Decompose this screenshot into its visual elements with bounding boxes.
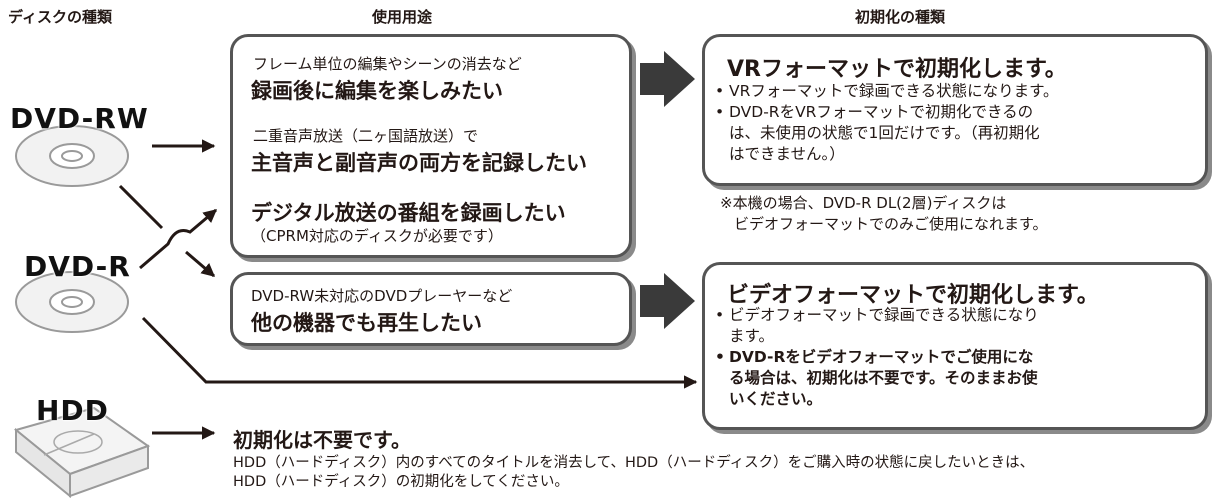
block-arrow-vr <box>640 51 695 107</box>
hdd-drive-icon <box>13 406 151 499</box>
hdd-result-body: HDD（ハードディスク）内のすべてのタイトルを消去して、HDD（ハードディスク）… <box>233 454 1034 492</box>
video-result-title: ビデオフォーマットで初期化します。 <box>727 283 1099 308</box>
vr-bullet-1: VRフォーマットで録画できる状態になります。 <box>715 81 1205 102</box>
usage-bilingual-title: 主音声と副音声の両方を記録したい <box>251 151 587 175</box>
arrow-dvdr-to-video-result <box>141 316 698 389</box>
usage-edit-title: 録画後に編集を楽しみたい <box>251 79 503 103</box>
usage-box-edit: フレーム単位の編集やシーンの消去など 録画後に編集を楽しみたい 二重音声放送（二… <box>230 34 632 258</box>
hdd-result-line-1: HDD（ハードディスク）内のすべてのタイトルを消去して、HDD（ハードディスク）… <box>233 455 1035 471</box>
result-box-video: ビデオフォーマットで初期化します。 ビデオフォーマットで録画できる状態になります… <box>702 262 1208 430</box>
usage-bilingual-desc: 二重音声放送（二ヶ国語放送）で <box>253 127 479 145</box>
hdd-label: HDD <box>36 394 109 427</box>
dvd-r-label: DVD-R <box>24 250 131 283</box>
dvd-rw-label: DVD-RW <box>10 102 149 135</box>
hdd-result-line-2: HDD（ハードディスク）の初期化をしてください。 <box>233 474 569 490</box>
block-arrow-video <box>640 273 695 329</box>
note-line-1: ※本機の場合、DVD-R DL(2層)ディスクは <box>720 194 1007 212</box>
vr-result-title: VRフォーマットで初期化します。 <box>727 57 1067 82</box>
arrow-dvdrw-to-usage2 <box>118 184 214 276</box>
header-init-type: 初期化の種類 <box>855 8 946 26</box>
usage-playback-desc: DVD-RW未対応のDVDプレーヤーなど <box>251 287 513 305</box>
header-usage: 使用用途 <box>372 8 433 26</box>
dvd-r-disc-icon <box>15 271 129 333</box>
usage-playback-title: 他の機器でも再生したい <box>251 311 482 335</box>
usage-digital-note: （CPRM対応のディスクが必要です） <box>251 227 503 245</box>
usage-box-playback: DVD-RW未対応のDVDプレーヤーなど 他の機器でも再生したい <box>230 272 632 346</box>
vr-bullet-2: DVD-RをVRフォーマットで初期化できるのは、未使用の状態で1回だけです。（再… <box>715 102 1205 165</box>
vr-result-bullets: VRフォーマットで録画できる状態になります。 DVD-RをVRフォーマットで初期… <box>715 81 1205 165</box>
dvd-rw-disc-icon <box>15 125 129 187</box>
header-disc-type: ディスクの種類 <box>8 8 112 26</box>
result-box-vr: VRフォーマットで初期化します。 VRフォーマットで録画できる状態になります。 … <box>702 34 1208 186</box>
arrow-dvdr-to-usage1 <box>139 208 218 270</box>
note-line-2: ビデオフォーマットでのみご使用になれます。 <box>734 215 1048 233</box>
usage-digital-title: デジタル放送の番組を録画したい <box>251 201 566 225</box>
video-bullet-2: DVD-Rをビデオフォーマットでご使用になる場合は、初期化は不要です。そのままお… <box>715 347 1205 410</box>
dl-disc-note: ※本機の場合、DVD-R DL(2層)ディスクは ビデオフォーマットでのみご使用… <box>720 193 1048 235</box>
usage-edit-desc: フレーム単位の編集やシーンの消去など <box>253 55 522 73</box>
hdd-result-title: 初期化は不要です。 <box>233 428 411 452</box>
